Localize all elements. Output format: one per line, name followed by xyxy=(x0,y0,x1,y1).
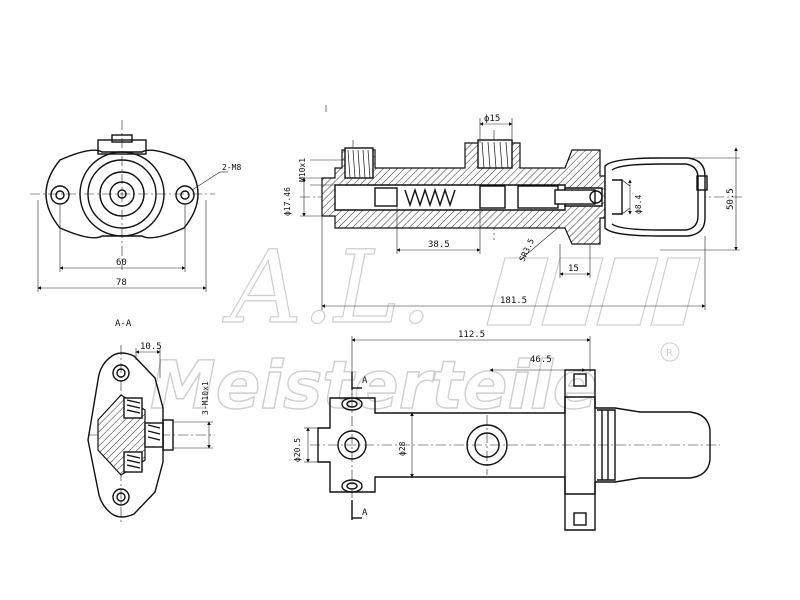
dim-60: 60 xyxy=(116,258,127,268)
dim-46-5: 46.5 xyxy=(530,355,552,365)
top-view-front-port xyxy=(337,430,367,460)
dim-sr3-5: SR3.5 xyxy=(518,237,536,263)
section-mark-upper: A xyxy=(351,372,368,390)
dim-181-5: 181.5 xyxy=(500,296,527,306)
right-mount-hole xyxy=(175,185,195,205)
port-upper xyxy=(123,397,143,419)
dim-10-5: 10.5 xyxy=(140,342,162,352)
dim-38-5: 38.5 xyxy=(428,240,450,250)
dim-3-m10x1: 3-M10x1 xyxy=(201,381,210,415)
dim-50-5: 50.5 xyxy=(726,188,736,210)
dim-78: 78 xyxy=(116,278,127,288)
top-view-lower-slot xyxy=(341,479,363,493)
dim-phi8-4: ϕ8.4 xyxy=(634,195,643,214)
dim-112-5: 112.5 xyxy=(458,330,485,340)
watermark-brand-name: Meisterteile xyxy=(150,347,598,424)
left-mount-hole xyxy=(50,185,70,205)
dim-15: 15 xyxy=(568,264,579,274)
top-view: 112.5 46.5 ϕ20.5 ϕ28 A A xyxy=(293,330,720,531)
side-view: 2-M8 60 78 xyxy=(30,120,241,292)
top-view-reservoir-port xyxy=(466,424,508,466)
registered-mark: R xyxy=(666,348,673,359)
end-view-bottom-hole xyxy=(112,488,130,506)
section-view: ϕ15 M10x1 ϕ17.46 ϕ8.4 50.5 38.5 SR3.5 15… xyxy=(283,105,745,310)
watermark-logo-letters: A.L. xyxy=(222,229,432,346)
port-lower xyxy=(123,451,143,473)
svg-text:A: A xyxy=(362,508,368,518)
section-mark-lower: A xyxy=(351,500,368,520)
registered-mark-circle xyxy=(660,342,680,362)
dim-phi28: ϕ28 xyxy=(398,441,407,456)
svg-text:A: A xyxy=(362,376,368,386)
end-view-top-hole xyxy=(112,364,130,382)
dim-m10x1: M10x1 xyxy=(298,158,307,182)
end-view-section-a-a: A-A 10.5 3-M10x1 xyxy=(87,319,215,525)
watermark-logo-stripes xyxy=(486,257,701,326)
thread-label-2m8: 2-M8 xyxy=(222,163,241,172)
section-title-a-a: A-A xyxy=(115,319,132,329)
dim-phi17-46: ϕ17.46 xyxy=(283,187,292,216)
watermark: A.L. Meisterteile R xyxy=(149,228,701,425)
dim-phi15: ϕ15 xyxy=(484,114,500,124)
port-middle xyxy=(144,419,174,451)
dim-phi20-5: ϕ20.5 xyxy=(293,438,302,462)
